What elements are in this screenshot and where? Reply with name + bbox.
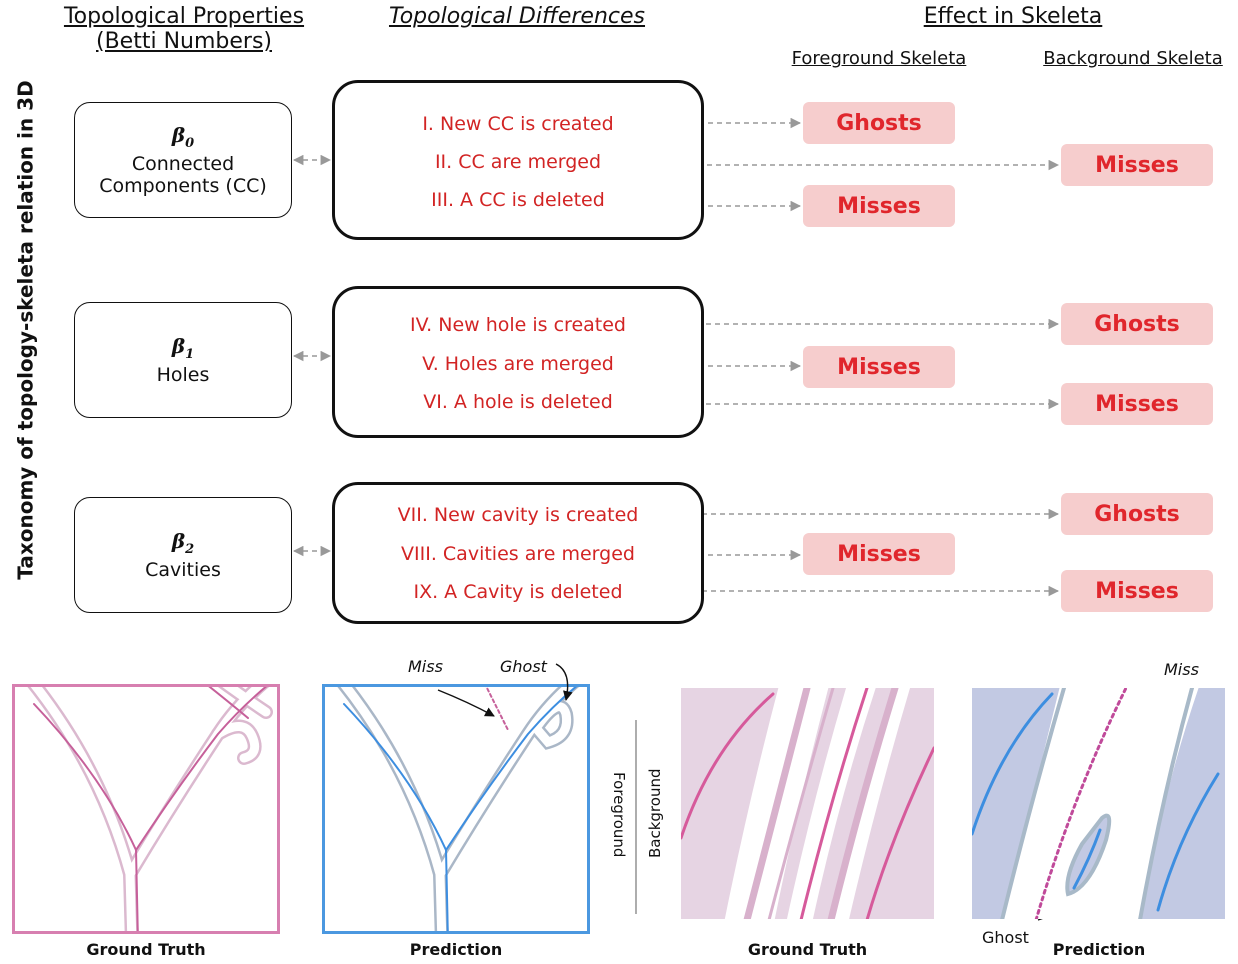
effect-cavity-deleted: Misses	[1061, 570, 1213, 612]
difference-holes-merged: V. Holes are merged	[422, 353, 614, 375]
property-box-beta1: β1 Holes	[74, 302, 292, 418]
header-properties-line1: Topological Properties	[63, 4, 305, 29]
effect-hole-deleted: Misses	[1061, 383, 1213, 425]
effect-cc-deleted: Misses	[803, 185, 955, 227]
difference-box-cavities	[332, 482, 704, 624]
annotation-miss-left: Miss	[408, 657, 443, 676]
effect-cavity-created: Ghosts	[1061, 493, 1213, 535]
annotation-miss-right: Miss	[1164, 660, 1199, 679]
header-foreground-skeleta: Foreground Skeleta	[791, 48, 967, 69]
beta0-symbol: β0	[171, 123, 195, 151]
header-properties-line2: (Betti Numbers)	[96, 29, 272, 54]
illustration-skeleta-ground-truth	[681, 688, 934, 919]
property-box-beta2: β2 Cavities	[74, 497, 292, 613]
difference-hole-deleted: VI. A hole is deleted	[423, 391, 613, 413]
header-properties: Topological Properties (Betti Numbers)	[54, 4, 314, 54]
beta0-line2: Components (CC)	[99, 175, 267, 197]
difference-cc-deleted: III. A CC is deleted	[431, 189, 605, 211]
difference-box-cc	[332, 80, 704, 240]
effect-cavities-merged: Misses	[803, 533, 955, 575]
caption-right-ground-truth: Ground Truth	[747, 940, 868, 959]
caption-right-prediction: Prediction	[1052, 940, 1146, 959]
illustration-tree-prediction	[322, 684, 590, 934]
difference-cavity-created: VII. New cavity is created	[397, 504, 639, 526]
beta2-symbol: β2	[171, 529, 195, 557]
effect-holes-merged: Misses	[803, 346, 955, 388]
difference-hole-created: IV. New hole is created	[410, 314, 626, 336]
beta1-symbol: β1	[171, 334, 195, 362]
beta0-line1: Connected	[131, 153, 235, 175]
difference-cavities-merged: VIII. Cavities are merged	[401, 543, 635, 565]
annotation-ghost-right: Ghost	[982, 928, 1029, 947]
header-effect: Effect in Skeleta	[923, 4, 1103, 29]
effect-cc-created: Ghosts	[803, 102, 955, 144]
difference-cavity-deleted: IX. A Cavity is deleted	[413, 581, 623, 603]
effect-hole-created: Ghosts	[1061, 303, 1213, 345]
illustration-tree-ground-truth	[12, 684, 280, 934]
beta2-line1: Cavities	[145, 559, 221, 581]
beta1-line1: Holes	[156, 364, 210, 386]
header-background-skeleta: Background Skeleta	[1043, 48, 1223, 69]
difference-cc-merged: II. CC are merged	[434, 151, 602, 173]
difference-cc-created: I. New CC is created	[422, 113, 614, 135]
annotation-ghost-left: Ghost	[500, 657, 547, 676]
header-differences: Topological Differences	[388, 4, 646, 29]
caption-left-prediction: Prediction	[409, 940, 503, 959]
property-box-beta0: β0 Connected Components (CC)	[74, 102, 292, 218]
effect-cc-merged: Misses	[1061, 144, 1213, 186]
caption-left-ground-truth: Ground Truth	[86, 940, 206, 959]
illustration-skeleta-prediction	[972, 688, 1225, 919]
difference-box-holes	[332, 286, 704, 438]
